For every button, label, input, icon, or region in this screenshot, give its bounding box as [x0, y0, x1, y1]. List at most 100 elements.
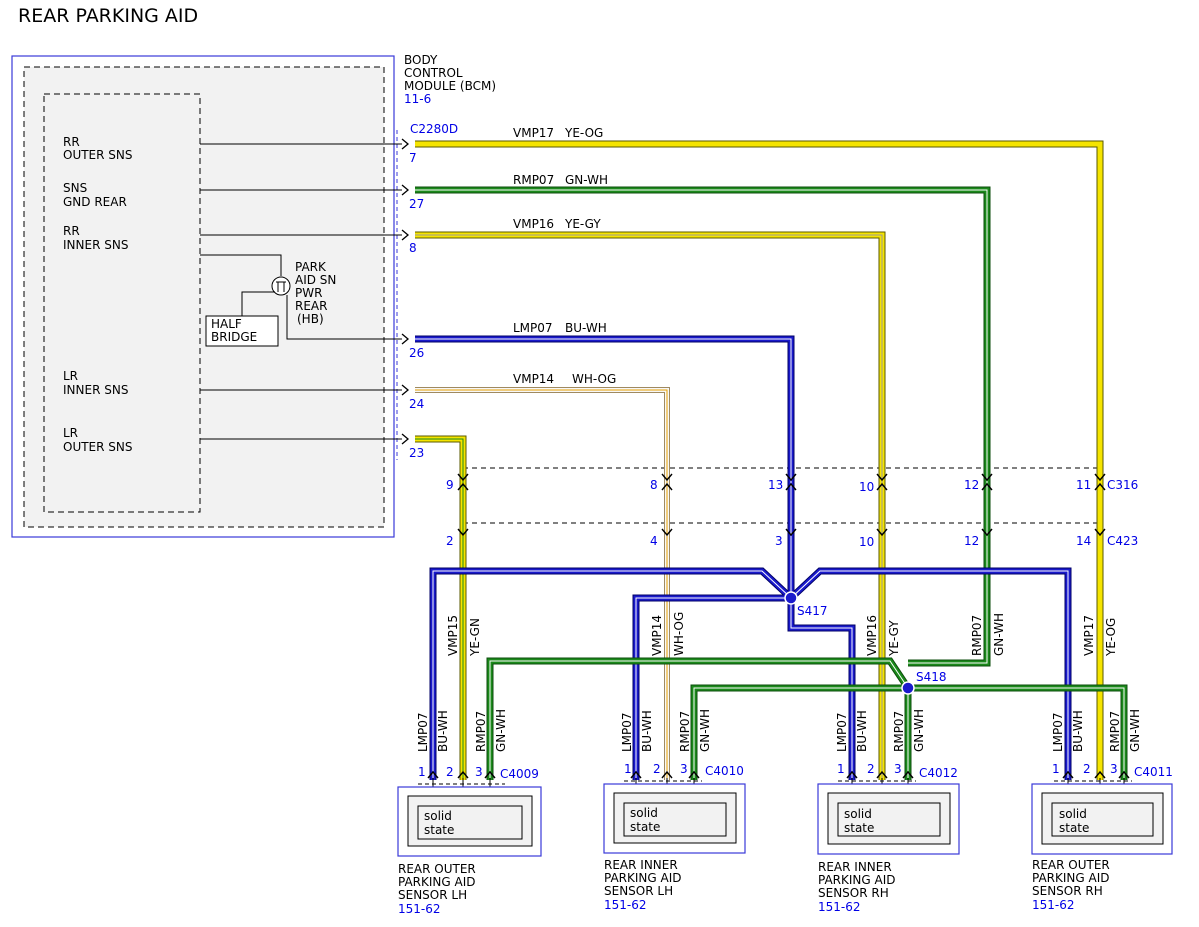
s2-body-1: solid — [630, 806, 658, 820]
pin-8: 8 — [409, 241, 417, 255]
s3-pin1: 1 — [837, 762, 845, 776]
s2-pin1: 1 — [624, 762, 632, 776]
s1-name-2: PARKING AID — [398, 875, 476, 889]
sensor-rear-inner-rh: LMP07 BU-WH RMP07 GN-WH 1 2 3 C4012 soli… — [817, 709, 960, 914]
s3-w3-circuit: RMP07 — [892, 711, 906, 752]
park-aid-line-3: PWR — [295, 286, 322, 300]
inline-connectors — [463, 467, 1100, 524]
s4-name-3: SENSOR RH — [1032, 884, 1103, 898]
s1-pin2: 2 — [446, 765, 454, 779]
s3-name-3: SENSOR RH — [818, 886, 889, 900]
wire-vmp14 — [415, 387, 670, 780]
s2-name-3: SENSOR LH — [604, 884, 673, 898]
s2-w3-circuit: RMP07 — [678, 711, 692, 752]
s1-name-3: SENSOR LH — [398, 888, 467, 902]
sensor-rear-outer-rh: LMP07 BU-WH RMP07 GN-WH 1 2 3 C4011 soli… — [1031, 709, 1173, 912]
circuit-vmp16: VMP16 — [513, 217, 554, 231]
c316-name: C316 — [1107, 478, 1138, 492]
s3-connector: C4012 — [919, 766, 958, 780]
c316-pin-6: 11 — [1076, 478, 1091, 492]
park-aid-line-2: AID SN — [295, 273, 336, 287]
wire-rmp07-bcm — [415, 186, 991, 667]
wire-lmp07-bcm — [415, 335, 795, 598]
s1-body-2: state — [424, 823, 454, 837]
s1-w3-circuit: RMP07 — [474, 711, 488, 752]
s3-ref: 151-62 — [818, 900, 861, 914]
input-lr-outer-2: OUTER SNS — [63, 440, 133, 454]
vlabel-vmp17: VMP17 — [1082, 615, 1096, 656]
s1-w3-code: GN-WH — [494, 709, 508, 752]
s4-w1-code: BU-WH — [1071, 710, 1085, 752]
s2-connector: C4010 — [705, 764, 744, 778]
s2-pin3: 3 — [680, 762, 688, 776]
code-ye-og: YE-OG — [564, 126, 603, 140]
s3-body-2: state — [844, 821, 874, 835]
s4-connector: C4011 — [1134, 765, 1173, 779]
vlabel-rmp07: RMP07 — [970, 615, 984, 656]
half-bridge-line-2: BRIDGE — [211, 330, 257, 344]
s1-ref: 151-62 — [398, 902, 441, 916]
vlabel-vmp16: VMP16 — [865, 615, 879, 656]
pin-7: 7 — [409, 151, 417, 165]
s3-w3-code: GN-WH — [912, 709, 926, 752]
vlabel-ye-gn: YE-GN — [468, 618, 482, 657]
s3-pin3: 3 — [894, 762, 902, 776]
s3-w1-circuit: LMP07 — [835, 712, 849, 752]
park-aid-line-5: (HB) — [297, 312, 324, 326]
bcm-name-line-3: MODULE (BCM) — [404, 79, 496, 93]
input-rr-inner-1: RR — [63, 224, 80, 238]
s2-name-2: PARKING AID — [604, 871, 682, 885]
s3-body-1: solid — [844, 807, 872, 821]
bcm-name-line-1: BODY — [404, 53, 438, 67]
page-title: REAR PARKING AID — [18, 5, 198, 27]
c316-pins: 9 8 13 10 12 11 C316 — [446, 478, 1138, 494]
vertical-circuit-labels: VMP15 YE-GN VMP14 WH-OG VMP16 YE-GY RMP0… — [446, 612, 1118, 657]
s2-pin2: 2 — [653, 762, 661, 776]
wire-vmp17 — [415, 140, 1104, 780]
s1-name-1: REAR OUTER — [398, 862, 476, 876]
circuit-lmp07: LMP07 — [513, 321, 553, 335]
bcm-pin-numbers: 7 27 8 26 24 23 — [409, 151, 424, 460]
code-gn-wh: GN-WH — [565, 173, 608, 187]
vlabel-vmp15: VMP15 — [446, 615, 460, 656]
circuit-vmp14: VMP14 — [513, 372, 554, 386]
s4-pin1: 1 — [1052, 762, 1060, 776]
bcm-input-labels: RR OUTER SNS SNS GND REAR RR INNER SNS L… — [63, 135, 133, 454]
input-lr-outer-1: LR — [63, 426, 78, 440]
bcm-title: BODY CONTROL MODULE (BCM) 11-6 C2280D — [404, 53, 496, 136]
vlabel-ye-gy: YE-GY — [887, 620, 901, 657]
c423-pin-2: 4 — [650, 534, 658, 548]
s3-pin2: 2 — [867, 762, 875, 776]
circuit-rmp07: RMP07 — [513, 173, 554, 187]
code-ye-gy: YE-GY — [564, 217, 601, 231]
sensor-rear-inner-lh: LMP07 BU-WH RMP07 GN-WH 1 2 3 C4010 soli… — [603, 709, 746, 912]
wire-rmp07-branches — [486, 657, 1128, 780]
s4-w3-circuit: RMP07 — [1108, 711, 1122, 752]
s3-name-1: REAR INNER — [818, 860, 892, 874]
s2-w3-code: GN-WH — [698, 709, 712, 752]
s4-pin3: 3 — [1110, 762, 1118, 776]
s3-w1-code: BU-WH — [855, 710, 869, 752]
s2-w1-code: BU-WH — [640, 710, 654, 752]
c423-pin-5: 12 — [964, 534, 979, 548]
input-rr-outer-2: OUTER SNS — [63, 148, 133, 162]
splice-s417-dot — [784, 591, 798, 605]
half-bridge-line-1: HALF — [211, 317, 242, 331]
s1-pin1: 1 — [418, 765, 426, 779]
vlabel-vmp14: VMP14 — [650, 615, 664, 656]
s2-w1-circuit: LMP07 — [620, 712, 634, 752]
input-rr-outer-1: RR — [63, 135, 80, 149]
sensor-rear-outer-lh: LMP07 BU-WH RMP07 GN-WH 1 2 3 C4009 soli… — [397, 709, 542, 916]
input-lr-inner-1: LR — [63, 369, 78, 383]
s4-w3-code: GN-WH — [1128, 709, 1142, 752]
vlabel-gn-wh: GN-WH — [992, 613, 1006, 656]
s4-name-1: REAR OUTER — [1032, 858, 1110, 872]
input-sns-gnd-1: SNS — [63, 181, 87, 195]
s4-w1-circuit: LMP07 — [1051, 712, 1065, 752]
c316-pin-5: 12 — [964, 478, 979, 492]
s2-name-1: REAR INNER — [604, 858, 678, 872]
bcm-ref: 11-6 — [404, 92, 431, 106]
s1-connector: C4009 — [500, 767, 539, 781]
splice-s418-label: S418 — [916, 670, 947, 684]
